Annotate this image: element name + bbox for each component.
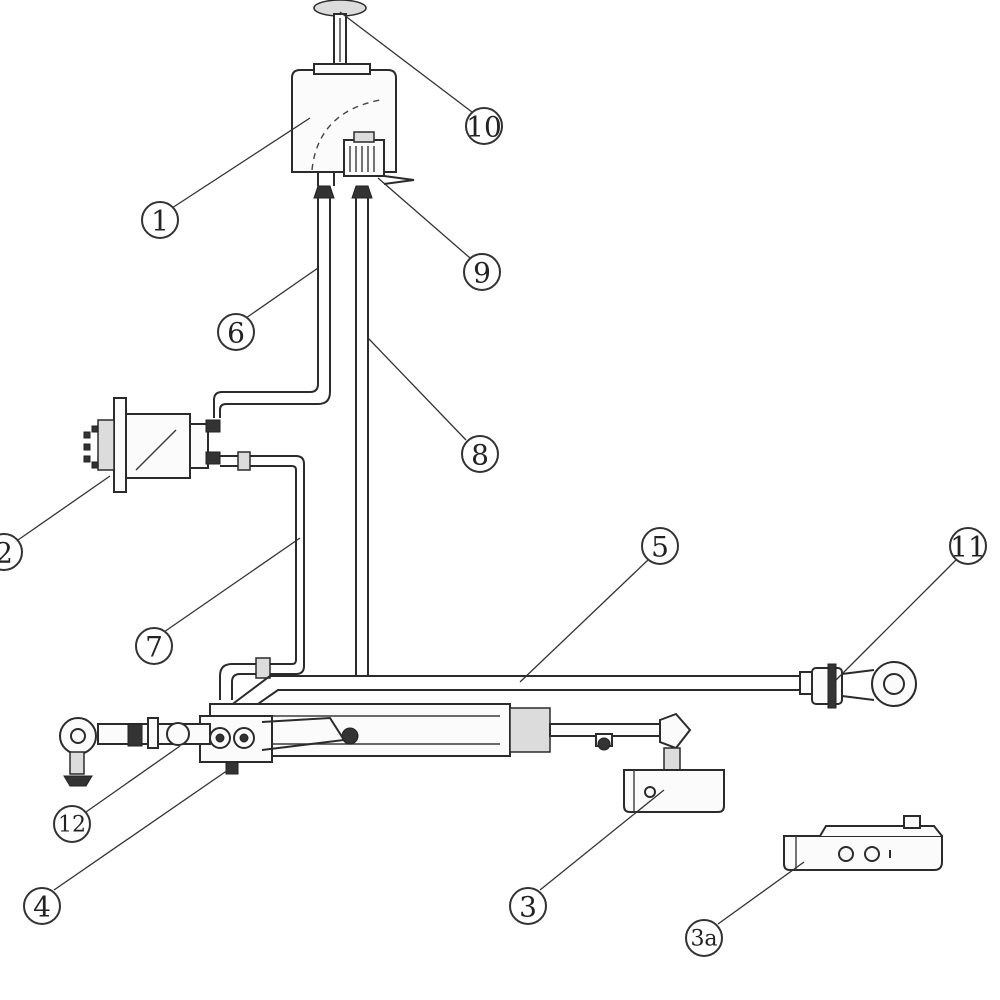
return-hose — [355, 198, 369, 676]
suction-hose — [213, 198, 331, 418]
callout-12: 12 — [53, 805, 91, 843]
return-filter — [343, 131, 415, 185]
callout-3: 3 — [509, 887, 547, 925]
callout-label: 11 — [950, 531, 986, 564]
callout-9: 9 — [463, 253, 501, 291]
leader-lines — [17, 11, 957, 925]
callout-label: 6 — [227, 317, 245, 350]
valve-block — [199, 715, 346, 775]
tie-rod-end — [811, 661, 917, 709]
callout-7: 7 — [135, 627, 173, 665]
callout-label: 2 — [0, 537, 13, 570]
tank-fittings — [313, 185, 373, 199]
callout-4: 4 — [23, 887, 61, 925]
callout-1: 1 — [141, 201, 179, 239]
callout-label: 3a — [690, 927, 717, 952]
left-tie-rod-end — [59, 717, 211, 787]
alternate-bracket — [783, 815, 943, 871]
callout-label: 9 — [473, 257, 491, 290]
callout-label: 7 — [145, 631, 163, 664]
filler-cap — [313, 0, 367, 67]
callout-label: 3 — [519, 891, 537, 924]
pressure-hose — [219, 451, 305, 700]
callout-5: 5 — [641, 527, 679, 565]
callout-label: 12 — [58, 813, 86, 838]
callout-2: 2 — [0, 533, 23, 571]
callout-8: 8 — [461, 435, 499, 473]
mounting-bracket — [623, 769, 725, 813]
callout-6: 6 — [217, 313, 255, 351]
callout-label: 5 — [651, 531, 669, 564]
callout-label: 4 — [33, 891, 51, 924]
callout-10: 10 — [465, 107, 503, 145]
hydraulic-pump — [83, 397, 221, 493]
callout-11: 11 — [949, 527, 987, 565]
callout-label: 1 — [151, 205, 169, 238]
callout-label: 10 — [466, 111, 502, 144]
callout-label: 8 — [471, 439, 489, 472]
steering-cylinder — [209, 703, 692, 785]
callout-3a: 3a — [685, 919, 723, 957]
